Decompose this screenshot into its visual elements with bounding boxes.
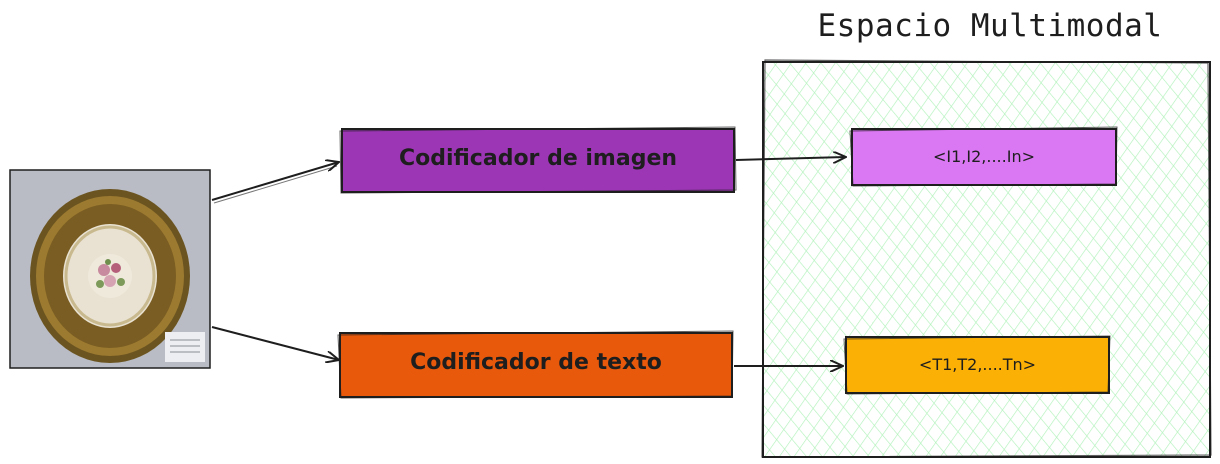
text-embedding-label: <T1,T2,....Tn> — [918, 355, 1037, 374]
arrow-image-to-image-encoder — [211, 162, 339, 201]
image-embedding-label: <I1,I2,....In> — [933, 147, 1035, 166]
multimodal-space — [761, 59, 1212, 458]
input-image — [9, 169, 211, 369]
text-embedding-box — [843, 335, 1111, 395]
arrow-image-encoder-to-embedding — [735, 157, 846, 160]
text-encoder-box — [337, 330, 734, 399]
arrow-image-to-text-encoder — [211, 326, 339, 360]
arrow-image-to-image-encoder-sketch — [213, 165, 338, 204]
image-embedding-box — [849, 126, 1118, 187]
text-encoder-label: Codificador de texto — [410, 350, 662, 375]
image-encoder-box — [339, 126, 737, 194]
image-encoder-label: Codificador de imagen — [398, 146, 678, 171]
multimodal-space-title: Espacio Multimodal — [817, 8, 1163, 44]
